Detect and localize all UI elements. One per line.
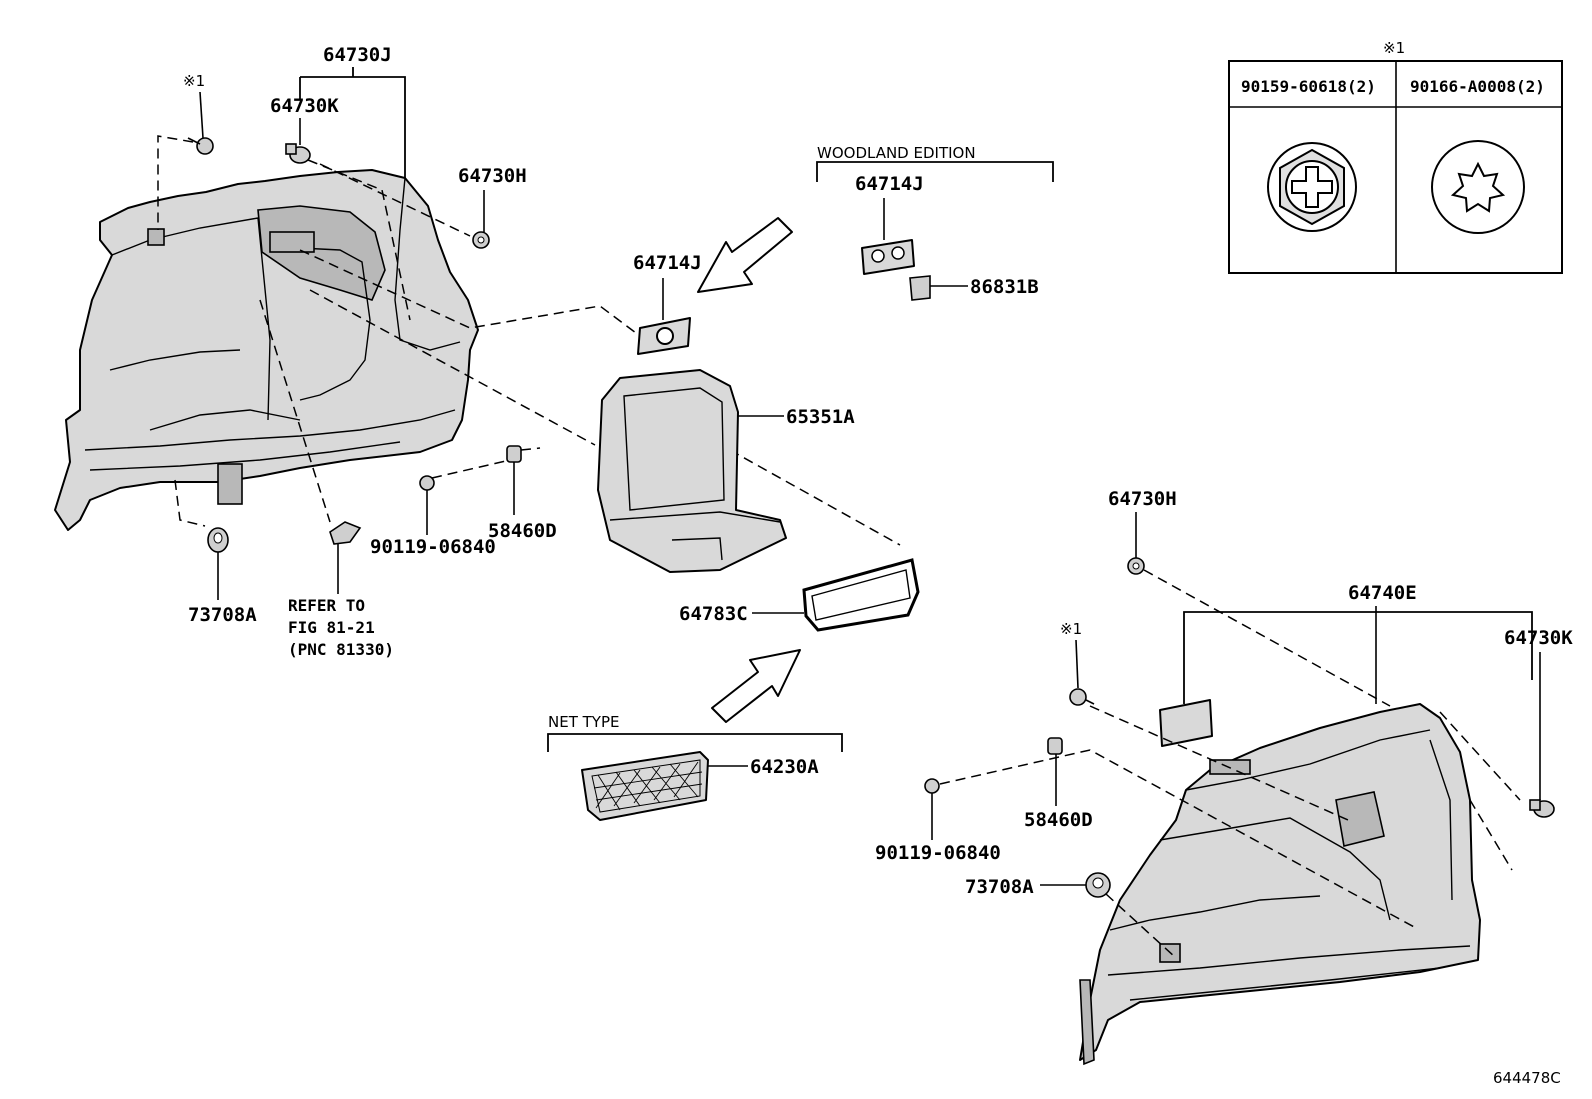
right-assembly-lines (939, 569, 1521, 959)
label-64783C: 64783C (679, 603, 748, 625)
hex-phillips-bolt-icon (1267, 142, 1357, 232)
right-quarter-trim-panel (1079, 703, 1481, 1066)
label-64714J-main: 64714J (633, 252, 702, 274)
cover-64740E: 64740E (1159, 582, 1533, 747)
clip-73708A-right-icon (1085, 872, 1111, 898)
label-64730H-right: 64730H (1108, 488, 1177, 510)
bolt-x1-right-icon (1069, 688, 1095, 706)
left-quarter-trim-panel (54, 169, 479, 531)
label-90119-left: 90119-06840 (370, 536, 496, 558)
clip-64730H-right-icon (1127, 557, 1145, 575)
cover-64714J: 64714J (633, 252, 702, 355)
clip-64730H-left-icon (472, 231, 490, 249)
storage-box-65351A: 65351A (597, 369, 855, 573)
label-73708A-left: 73708A (188, 604, 257, 626)
direction-arrow-upper-icon (697, 217, 793, 293)
left-labels: 64730J 64730K ※1 64730H 73708A 90119-068… (183, 44, 557, 659)
label-58460D-left: 58460D (488, 520, 557, 542)
direction-arrow-lower-icon (711, 649, 801, 723)
legend-col-2: 90166-A0008(2) (1410, 77, 1545, 96)
label-64730K-left: 64730K (270, 95, 339, 117)
left-assembly-lines (157, 135, 901, 546)
label-58460D-right: 58460D (1024, 809, 1093, 831)
label-73708A-right: 73708A (965, 876, 1034, 898)
refer-to-line-3: (PNC 81330) (288, 640, 394, 659)
woodland-edition-label: WOODLAND EDITION (817, 144, 976, 162)
label-64730J: 64730J (323, 44, 392, 66)
clip-64730K-left-icon (285, 143, 311, 164)
screw-90119-right-icon (924, 778, 940, 794)
diagram-id: 644478C (1493, 1069, 1561, 1087)
bolt-x1-left-icon (187, 137, 214, 155)
label-64730H-left: 64730H (458, 165, 527, 187)
net-type-label: NET TYPE (548, 713, 619, 731)
label-86831B: 86831B (970, 276, 1039, 298)
mark-x1-right: ※1 (1060, 620, 1082, 638)
label-64230A: 64230A (750, 756, 819, 778)
nut-58460D-right-icon (1047, 737, 1063, 755)
legend-mark: ※1 (1383, 39, 1405, 57)
clip-64730K-right-icon (1529, 799, 1555, 818)
nut-58460D-left-icon (506, 445, 522, 463)
right-labels: 64730H ※1 64730K 90119-06840 58460D 7370… (875, 488, 1573, 898)
refer-to-line-2: FIG 81-21 (288, 618, 375, 637)
refer-to-line-1: REFER TO (288, 596, 365, 615)
bracket-81330-icon (329, 521, 362, 545)
label-64730K-right: 64730K (1504, 627, 1573, 649)
label-65351A: 65351A (786, 406, 855, 428)
label-64714J-woodland: 64714J (855, 173, 924, 195)
legend-col-1: 90159-60618(2) (1241, 77, 1376, 96)
net-type-group: NET TYPE 64230A (547, 713, 843, 821)
torx-screw-icon (1431, 140, 1525, 234)
mark-x1-left: ※1 (183, 72, 205, 90)
clip-73708A-left-icon (207, 527, 229, 553)
label-64740E: 64740E (1348, 582, 1417, 604)
left-fasteners (187, 137, 522, 553)
label-90119-right: 90119-06840 (875, 842, 1001, 864)
fastener-legend: ※1 90159-60618(2) 90166-A0008(2) (1228, 39, 1563, 274)
woodland-edition-group: WOODLAND EDITION 64714J 86831B (816, 144, 1054, 301)
cover-frame-64783C: 64783C (679, 558, 920, 632)
screw-90119-left-icon (419, 475, 435, 500)
